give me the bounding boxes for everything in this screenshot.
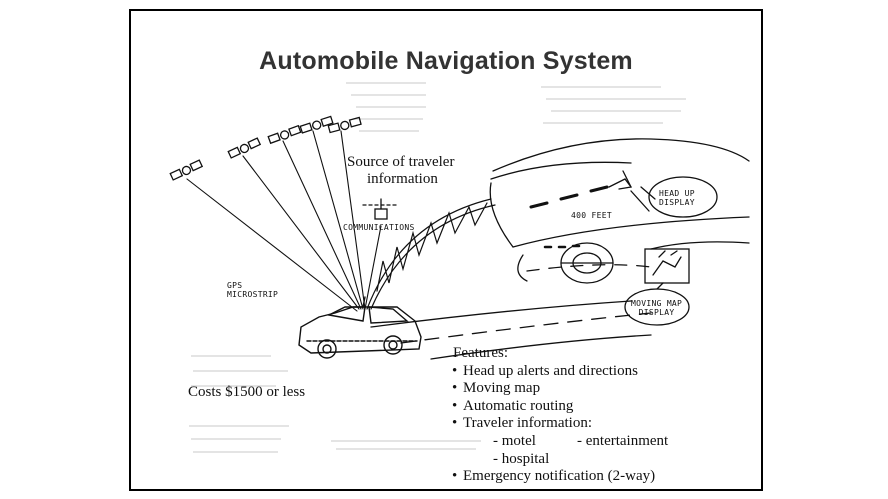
feature-item: Automatic routing: [452, 398, 743, 416]
moving-map-label: MOVING MAP DISPLAY: [631, 299, 682, 317]
moving-map-display-icon: [624, 248, 690, 326]
gps-label-line-2: MICROSTRIP: [227, 290, 279, 299]
bleed-through-background: [189, 82, 686, 453]
slide-title: Automobile Navigation System: [259, 47, 633, 75]
traveler-info-row: - motel - entertainment: [453, 433, 743, 451]
communications-tower-icon: [362, 198, 400, 220]
source-label-line-1: Source of traveler: [347, 154, 455, 170]
traveler-info-sublist: - hospital: [463, 451, 743, 469]
traveler-info-entertainment: - entertainment: [577, 432, 669, 449]
head-up-display-label-line-2: DISPLAY: [659, 198, 695, 207]
feature-item: Emergency notification (2-way): [452, 468, 743, 486]
feature-item: Moving map: [452, 380, 743, 398]
communications-label: COMMUNICATIONS: [343, 223, 415, 232]
source-label-line-2: information: [367, 171, 438, 187]
slide-frame: Automobile Navigation System: [129, 9, 763, 491]
satellite-icon: [267, 124, 302, 145]
features-heading: Features:: [453, 345, 508, 361]
head-up-display-label-line-1: HEAD UP: [659, 189, 695, 198]
steering-wheel-icon: [560, 242, 614, 284]
satellite-icon: [327, 116, 362, 134]
source-label: Source of traveler information: [347, 154, 454, 188]
satellite-icon: [227, 137, 262, 159]
features-items: Head up alerts and directions Moving map…: [452, 363, 743, 486]
traveler-info-sublist: - motel - entertainment: [463, 433, 743, 451]
head-up-display-label: HEAD UP DISPLAY: [659, 189, 695, 207]
cost-label: Costs $1500 or less: [188, 384, 306, 400]
navigation-sketch: [169, 115, 750, 360]
car-icon: [298, 296, 422, 359]
gps-signal-lines: [186, 130, 382, 312]
features-list: Features: Head up alerts and directions …: [452, 345, 743, 486]
traveler-info-motel: - motel: [493, 432, 536, 449]
transmission-arc: [366, 198, 496, 310]
satellite-icon: [299, 115, 334, 134]
moving-map-label-line-2: DISPLAY: [638, 308, 675, 317]
gps-label: GPS MICROSTRIP: [227, 281, 278, 299]
head-up-display-callout: [608, 170, 718, 218]
traveler-info-hospital: - hospital: [493, 450, 550, 467]
roadway-sketch: [370, 138, 750, 360]
satellite-icon: [169, 159, 204, 181]
gps-label-line-1: GPS: [227, 281, 243, 290]
moving-map-label-line-1: MOVING MAP: [631, 299, 683, 308]
feature-item: Head up alerts and directions: [452, 363, 743, 381]
distance-label: 400 FEET: [571, 211, 612, 220]
traveler-info-row: - hospital: [453, 451, 743, 469]
feature-item: Traveler information:: [452, 415, 743, 433]
bleed-through-lines: [189, 82, 686, 453]
